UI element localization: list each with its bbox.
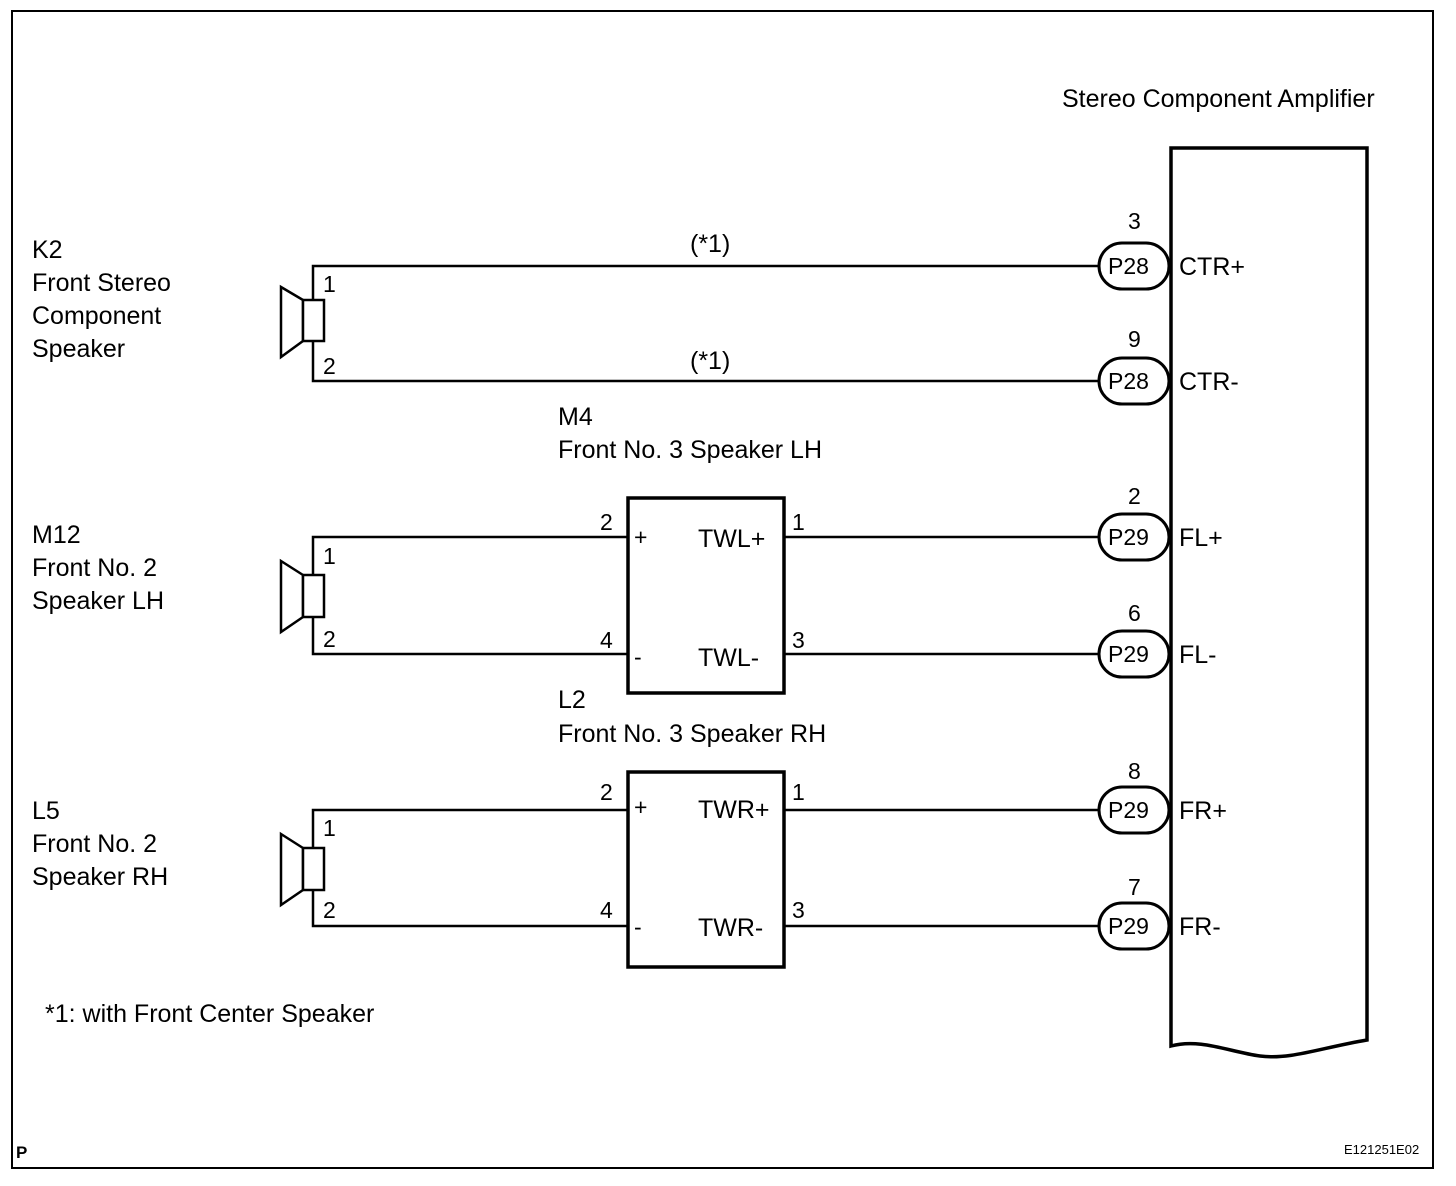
wire-l5-minus — [311, 890, 628, 928]
speaker-k2-pin1: 1 — [323, 271, 336, 297]
speaker-l5-pin1: 1 — [323, 815, 336, 841]
terminal-fr-minus: 7 P29 FR- — [1097, 874, 1221, 951]
wire-ctr-plus — [311, 264, 1100, 300]
connector-label: P29 — [1108, 524, 1149, 550]
terminal-pin: 9 — [1128, 326, 1141, 352]
speaker-l5-name-line1: Front No. 2 — [32, 830, 157, 858]
terminal-pin: 7 — [1128, 874, 1141, 900]
terminal-fl-minus: 6 P29 FL- — [1097, 600, 1217, 679]
amplifier-body — [1169, 146, 1369, 1059]
terminal-fl-plus: 2 P29 FL+ — [1097, 483, 1223, 562]
speaker-l5-name-line2: Speaker RH — [32, 863, 168, 891]
signal-label: CTR+ — [1179, 253, 1245, 281]
amplifier-title: Stereo Component Amplifier — [1062, 85, 1375, 113]
tweeter-m4-plus: + — [634, 524, 647, 550]
tweeter-m4-sig-pos: TWL+ — [698, 525, 765, 553]
signal-label: FL+ — [1179, 524, 1223, 552]
footnote: *1: with Front Center Speaker — [45, 1000, 374, 1028]
signal-label: CTR- — [1179, 368, 1239, 396]
diagram-frame — [11, 10, 1434, 1169]
tweeter-m4-in-neg-pin: 4 — [600, 627, 613, 653]
speaker-k2-pin2: 2 — [323, 353, 336, 379]
wire-l5-plus — [311, 808, 628, 848]
signal-label: FR- — [1179, 913, 1221, 941]
tweeter-m4-box — [626, 496, 786, 695]
tweeter-m4-out-pos-pin: 1 — [792, 509, 805, 535]
speaker-k2-name-line3: Speaker — [32, 335, 125, 363]
connector-oval — [1097, 241, 1171, 291]
tweeter-l2-out-pos-pin: 1 — [792, 779, 805, 805]
tweeter-l2-plus: + — [634, 794, 647, 820]
speaker-k2-name-line1: Front Stereo — [32, 269, 171, 297]
connector-label: P29 — [1108, 641, 1149, 667]
connector-label: P28 — [1108, 253, 1149, 279]
corner-mark: P — [16, 1143, 27, 1162]
figure-id: E121251E02 — [1344, 1142, 1419, 1157]
terminal-ctr-plus: 3 P28 CTR+ — [1097, 208, 1245, 291]
tweeter-m4-name: Front No. 3 Speaker LH — [558, 436, 822, 464]
speaker-l5: L5 Front No. 2 Speaker RH 1 2 — [32, 797, 336, 923]
speaker-l5-pin2: 2 — [323, 897, 336, 923]
tweeter-l2-in-neg-pin: 4 — [600, 897, 613, 923]
tweeter-l2-box — [626, 770, 786, 969]
tweeter-l2-sig-neg: TWR- — [698, 914, 763, 942]
speaker-m12-icon — [279, 558, 326, 635]
wire-m12-minus — [311, 617, 628, 656]
tweeter-m4-in-pos-pin: 2 — [600, 509, 613, 535]
tweeter-m4-sig-neg: TWL- — [698, 644, 759, 672]
speaker-l5-code: L5 — [32, 797, 60, 825]
terminal-pin: 8 — [1128, 758, 1141, 784]
tweeter-l2-code: L2 — [558, 686, 586, 714]
tweeter-l2-in-pos-pin: 2 — [600, 779, 613, 805]
speaker-m12-name-line1: Front No. 2 — [32, 554, 157, 582]
speaker-m12-name-line2: Speaker LH — [32, 587, 164, 615]
connector-oval — [1097, 629, 1171, 679]
tweeter-l2-minus: - — [634, 914, 642, 940]
terminal-pin: 6 — [1128, 600, 1141, 626]
connector-oval — [1097, 512, 1171, 562]
tweeter-l2-out-neg-pin: 3 — [792, 897, 805, 923]
speaker-m12: M12 Front No. 2 Speaker LH 1 2 — [32, 521, 336, 652]
connector-label: P29 — [1108, 797, 1149, 823]
connector-label: P28 — [1108, 368, 1149, 394]
signal-label: FL- — [1179, 641, 1217, 669]
tweeter-m4-code: M4 — [558, 403, 593, 431]
terminal-fr-plus: 8 P29 FR+ — [1097, 758, 1227, 835]
connector-label: P29 — [1108, 913, 1149, 939]
connector-oval — [1097, 356, 1171, 406]
speaker-m12-code: M12 — [32, 521, 81, 549]
speaker-l5-icon — [279, 831, 326, 908]
speaker-k2-name-line2: Component — [32, 302, 161, 330]
tweeter-m4-minus: - — [634, 644, 642, 670]
tweeter-l2-name: Front No. 3 Speaker RH — [558, 720, 826, 748]
wire-note-ctr-plus: (*1) — [690, 230, 730, 258]
terminal-ctr-minus: 9 P28 CTR- — [1097, 326, 1239, 406]
wire-note-ctr-minus: (*1) — [690, 347, 730, 375]
tweeter-l2-sig-pos: TWR+ — [698, 796, 770, 824]
terminal-pin: 3 — [1128, 208, 1141, 234]
terminal-pin: 2 — [1128, 483, 1141, 509]
speaker-k2-code: K2 — [32, 236, 63, 264]
tweeter-m4-out-neg-pin: 3 — [792, 627, 805, 653]
tweeter-m4: M4 Front No. 3 Speaker LH 2 4 + - TWL+ T… — [558, 403, 822, 695]
speaker-k2-icon — [279, 284, 326, 360]
speaker-m12-pin2: 2 — [323, 626, 336, 652]
tweeter-l2: L2 Front No. 3 Speaker RH 2 4 + - TWR+ T… — [558, 686, 826, 969]
connector-oval — [1097, 901, 1171, 951]
speaker-k2: K2 Front Stereo Component Speaker 1 2 — [32, 236, 336, 379]
speaker-m12-pin1: 1 — [323, 543, 336, 569]
wire-m12-plus — [311, 535, 628, 575]
signal-label: FR+ — [1179, 797, 1227, 825]
connector-oval — [1097, 785, 1171, 835]
wire-ctr-minus — [311, 341, 1100, 383]
